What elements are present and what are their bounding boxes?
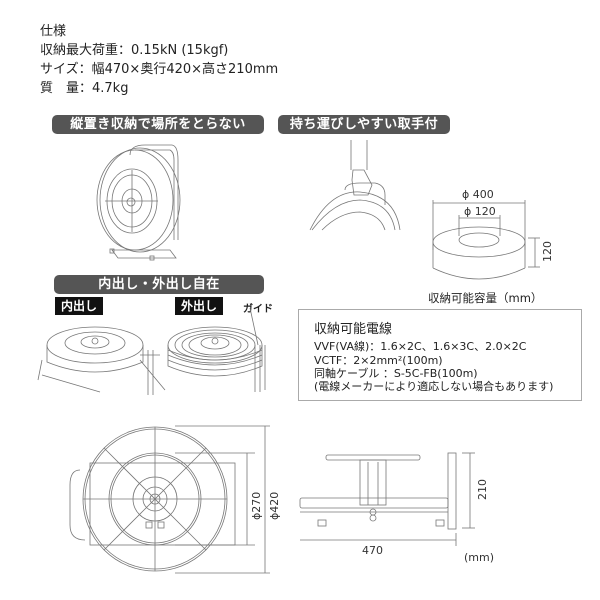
cable-line-2: VCTF：2×2mm²(100m) bbox=[314, 354, 443, 367]
capacity-donut-illustration bbox=[432, 200, 540, 280]
front-view-drawing bbox=[69, 425, 270, 574]
side-height-label: 210 bbox=[476, 479, 489, 500]
reel-vertical-illustration bbox=[96, 144, 181, 261]
cable-info-box: 収納可能電線 VVF(VA線)：1.6×2C、1.6×3C、2.0×2C VCT… bbox=[298, 309, 582, 401]
front-inner-diameter-label: ϕ270 bbox=[250, 492, 263, 520]
inner-out-reel-illustration bbox=[37, 326, 166, 395]
feature-handle: 持ち運びしやすい取手付 bbox=[278, 115, 450, 134]
side-view-drawing bbox=[299, 452, 475, 546]
outer-tag: 外出し bbox=[175, 297, 224, 315]
feature-in-out: 内出し・外出し自在 bbox=[54, 275, 264, 294]
front-outer-diameter-label: ϕ420 bbox=[268, 492, 281, 520]
spec-weight: 質 量：4.7kg bbox=[40, 81, 129, 96]
capacity-caption: 収納可能容量（mm） bbox=[428, 291, 543, 305]
capacity-height-label: 120 bbox=[541, 241, 554, 262]
inner-diameter-label: ϕ 120 bbox=[464, 205, 496, 218]
spec-block: 仕様 収納最大荷重：0.15kN (15kgf) サイズ：幅470×奥行420×… bbox=[40, 22, 278, 98]
side-width-label: 470 bbox=[362, 544, 383, 557]
spec-title: 仕様 bbox=[40, 24, 67, 39]
spec-size: サイズ：幅470×奥行420×高さ210mm bbox=[40, 62, 279, 77]
unit-label: (mm) bbox=[464, 551, 494, 564]
cable-line-4: (電線メーカーにより適応しない場合もあります) bbox=[314, 380, 554, 393]
cable-title: 収納可能電線 bbox=[314, 322, 393, 337]
handle-carry-illustration bbox=[309, 140, 401, 231]
inner-tag: 内出し bbox=[55, 297, 104, 315]
cable-line-1: VVF(VA線)：1.6×2C、1.6×3C、2.0×2C bbox=[314, 340, 527, 353]
spec-load: 収納最大荷重：0.15kN (15kgf) bbox=[40, 43, 229, 58]
outer-diameter-label: ϕ 400 bbox=[462, 188, 494, 201]
outer-out-reel-illustration bbox=[167, 307, 266, 392]
feature-vertical-storage: 縦置き収納で場所をとらない bbox=[52, 115, 264, 134]
cable-line-3: 同軸ケーブル ：S-5C-FB(100m) bbox=[314, 367, 478, 380]
guide-label: ガイド bbox=[243, 304, 273, 315]
